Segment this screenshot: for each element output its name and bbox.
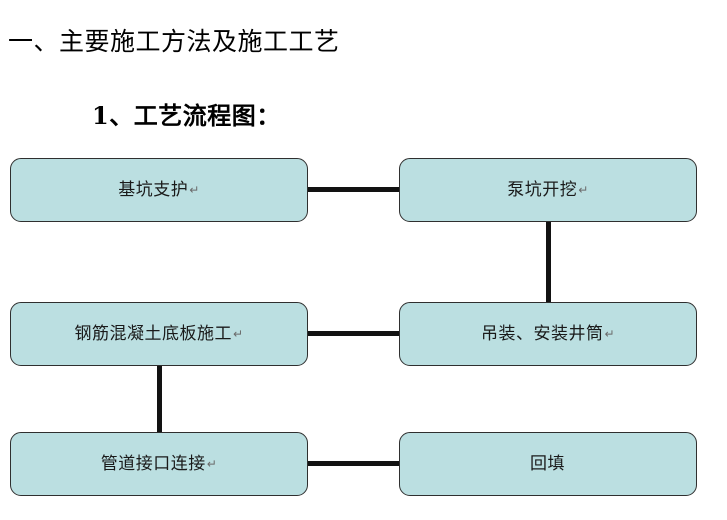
section-subtitle: 1、工艺流程图： — [92, 100, 281, 130]
pilcrow-icon: ↵ — [604, 327, 616, 341]
flow-node-text: 管道接口连接 — [100, 454, 206, 474]
connector-n2-n4 — [546, 220, 551, 304]
connector-n1-n2 — [306, 187, 401, 192]
flow-node-label: 吊装、安装井筒↵ — [481, 323, 615, 345]
flow-node-foundation-pit-support[interactable]: 基坑支护↵ — [10, 158, 308, 222]
pilcrow-icon: ↵ — [206, 457, 218, 471]
flow-node-text: 泵坑开挖 — [507, 180, 578, 200]
connector-n5-n6 — [306, 461, 401, 466]
flow-node-hoisting-shaft-installation[interactable]: 吊装、安装井筒↵ — [399, 302, 697, 366]
flow-node-text: 回填 — [530, 454, 565, 474]
connector-n4-n3 — [306, 331, 401, 336]
flow-node-text: 吊装、安装井筒 — [480, 324, 604, 344]
flow-node-backfill[interactable]: 回填 — [399, 432, 697, 496]
flow-node-text: 钢筋混凝土底板施工 — [74, 324, 232, 344]
flow-node-pipe-joint-connection[interactable]: 管道接口连接↵ — [10, 432, 308, 496]
flow-node-text: 基坑支护 — [118, 180, 189, 200]
flow-node-label: 回填 — [530, 453, 566, 475]
flow-node-pump-pit-excavation[interactable]: 泵坑开挖↵ — [399, 158, 697, 222]
flow-node-rc-base-slab-construction[interactable]: 钢筋混凝土底板施工↵ — [10, 302, 308, 366]
flow-node-label: 泵坑开挖↵ — [507, 179, 589, 201]
pilcrow-icon: ↵ — [189, 183, 200, 197]
flow-node-label: 钢筋混凝土底板施工↵ — [74, 323, 243, 345]
connector-n3-n5 — [157, 364, 162, 434]
flow-node-label: 管道接口连接↵ — [101, 453, 218, 475]
page-title: 一、主要施工方法及施工工艺 — [8, 26, 340, 56]
pilcrow-icon: ↵ — [232, 327, 244, 341]
pilcrow-icon: ↵ — [578, 183, 589, 197]
flow-node-label: 基坑支护↵ — [118, 179, 200, 201]
